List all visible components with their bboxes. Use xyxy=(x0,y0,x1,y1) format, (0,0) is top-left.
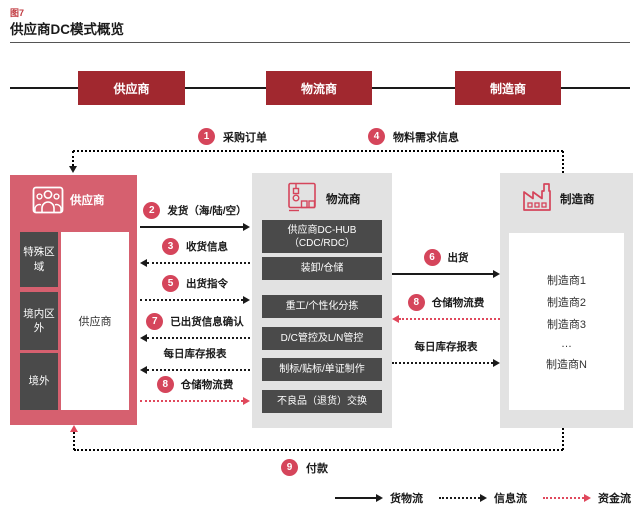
flow-label: 发货（海/陆/空） xyxy=(167,205,247,217)
manufacturer-item-ellipsis: … xyxy=(561,337,572,350)
manufacturer-item: 制造商2 xyxy=(546,296,587,309)
supplier-header-label: 供应商 xyxy=(70,195,105,207)
figure-title: 供应商DC模式概览 xyxy=(10,22,124,37)
legend-label: 资金流 xyxy=(598,493,631,505)
flow-number-badge: 7 xyxy=(146,313,164,330)
flow-number-badge: 1 xyxy=(198,128,215,145)
manufacturer-item: 制造商1 xyxy=(546,274,587,287)
zone-special-area: 特殊区域 xyxy=(20,232,58,287)
flow-number-badge: 6 xyxy=(423,249,441,266)
top-info-line xyxy=(73,150,563,152)
legend-label: 货物流 xyxy=(390,493,423,505)
flow-warehouse-logistics-fee-right: 8 仓储物流费 xyxy=(392,294,500,323)
supplier-block: 供应商 特殊区域 境内区外 境外 供应商 xyxy=(10,175,137,425)
info-flow-arrow-icon xyxy=(439,494,487,503)
service-loading-warehousing: 装卸/仓储 xyxy=(262,257,382,280)
legend-label: 信息流 xyxy=(494,493,527,505)
manufacturer-header-label: 制造商 xyxy=(560,194,595,206)
flow-label: 收货信息 xyxy=(186,241,228,253)
figure-tag: 图7 xyxy=(10,8,25,18)
flow-label: 采购订单 xyxy=(223,131,267,144)
flow-payment: 9 付款 xyxy=(281,459,328,476)
top-info-line-left-drop xyxy=(72,151,74,166)
flow-label: 每日库存报表 xyxy=(414,341,478,353)
factory-icon xyxy=(523,183,551,211)
flow-label: 已出货信息确认 xyxy=(170,316,244,328)
service-defective-exchange: 不良品（退货）交换 xyxy=(262,390,382,413)
flow-label: 每日库存报表 xyxy=(163,348,227,360)
payment-line-right-drop xyxy=(562,428,564,450)
logistics-block: 物流商 供应商DC-HUB（CDC/RDC） 装卸/仓储 重工/个性化分拣 D/… xyxy=(252,173,392,428)
flow-label: 付款 xyxy=(306,462,328,475)
flow-material-demand-info: 4 物料需求信息 xyxy=(368,128,459,145)
flow-label: 物料需求信息 xyxy=(393,131,459,144)
goods-flow-arrow-icon xyxy=(335,494,383,503)
flow-number-badge: 5 xyxy=(162,275,179,292)
flow-label: 出货 xyxy=(447,252,469,264)
lane-manufacturer: 制造商 xyxy=(455,71,561,105)
legend-goods-flow: 货物流 xyxy=(335,490,423,506)
flow-label: 出货指令 xyxy=(186,278,228,290)
money-flow-arrow-icon xyxy=(543,494,591,503)
legend-money-flow: 资金流 xyxy=(543,490,631,506)
flow-purchase-order: 1 采购订单 xyxy=(198,128,267,145)
flow-shipping-instruction: 5 出货指令 xyxy=(140,275,250,304)
flow-number-badge: 9 xyxy=(281,459,298,476)
zone-inside-border-outside-customs: 境内区外 xyxy=(20,292,58,350)
payment-line-left-rise xyxy=(73,432,75,450)
manufacturer-list-box: 制造商1 制造商2 制造商3 … 制造商N xyxy=(509,233,624,410)
top-info-line-right-drop xyxy=(562,151,564,173)
legend: 货物流 信息流 资金流 xyxy=(335,490,631,506)
flow-daily-inventory-report-left: 每日库存报表 xyxy=(140,345,250,374)
flow-outbound-shipment: 6 出货 xyxy=(392,249,500,278)
service-rework-sorting: 重工/个性化分拣 xyxy=(262,295,382,318)
manufacturer-item: 制造商3 xyxy=(546,318,587,331)
crane-icon xyxy=(288,182,316,212)
lane-logistics: 物流商 xyxy=(266,71,372,105)
flow-receipt-info: 3 收货信息 xyxy=(140,238,250,267)
flow-label: 仓储物流费 xyxy=(180,379,234,391)
title-divider xyxy=(10,42,630,43)
top-info-arrowhead xyxy=(69,166,77,173)
flow-label: 仓储物流费 xyxy=(431,297,485,309)
flow-daily-inventory-report-right: 每日库存报表 xyxy=(392,338,500,367)
flow-number-badge: 4 xyxy=(368,128,385,145)
flow-number-badge: 8 xyxy=(156,376,174,393)
flow-shipped-confirmation: 7 已出货信息确认 xyxy=(140,313,250,342)
flow-number-badge: 2 xyxy=(143,202,161,219)
flow-shipment: 2 发货（海/陆/空） xyxy=(140,202,250,231)
service-labeling-documents: 制标/贴标/单证制作 xyxy=(262,358,382,381)
payment-line xyxy=(74,449,563,451)
lane-supplier: 供应商 xyxy=(78,71,185,105)
service-dc-ln-control: D/C管控及L/N管控 xyxy=(262,327,382,350)
zone-overseas: 境外 xyxy=(20,353,58,410)
logistics-header-label: 物流商 xyxy=(326,194,361,206)
flow-number-badge: 8 xyxy=(407,294,425,311)
flow-number-badge: 3 xyxy=(162,238,179,255)
manufacturer-item: 制造商N xyxy=(546,358,587,371)
payment-arrowhead xyxy=(70,425,78,432)
manufacturer-block: 制造商 制造商1 制造商2 制造商3 … 制造商N xyxy=(500,173,633,428)
service-dc-hub: 供应商DC-HUB（CDC/RDC） xyxy=(262,220,382,253)
legend-info-flow: 信息流 xyxy=(439,490,527,506)
flow-warehouse-logistics-fee-left: 8 仓储物流费 xyxy=(140,376,250,405)
supplier-inner-box: 供应商 xyxy=(61,232,129,410)
people-icon xyxy=(32,186,64,214)
